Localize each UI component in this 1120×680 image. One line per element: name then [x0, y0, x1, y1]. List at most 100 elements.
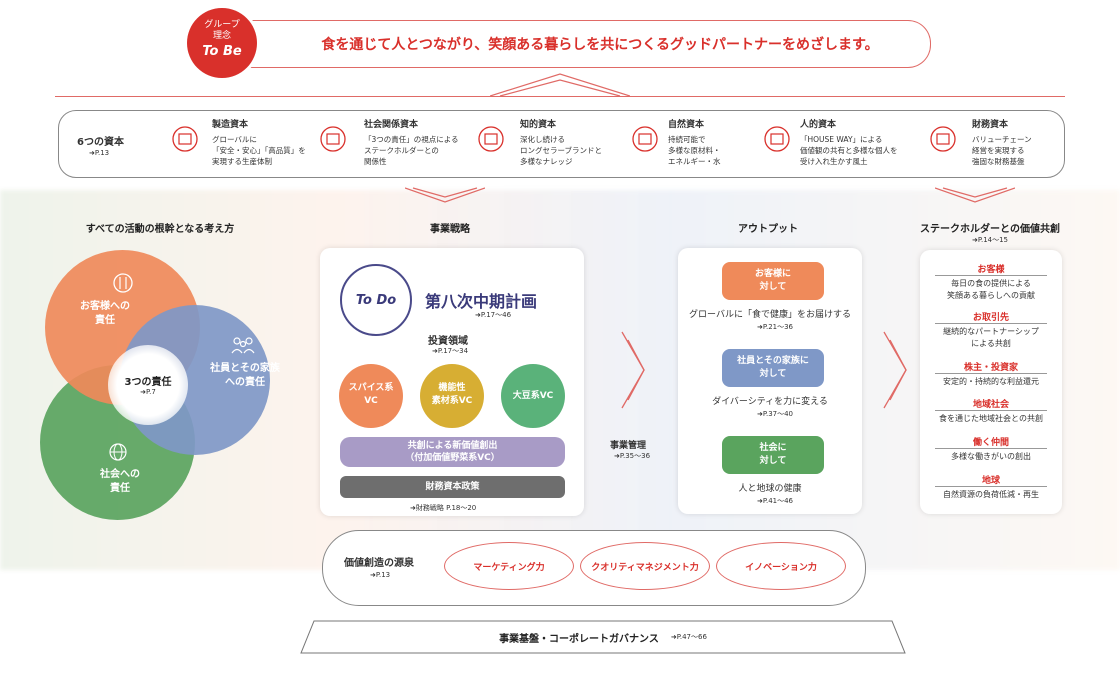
finance-policy-bar: 財務資本政策	[340, 476, 565, 498]
cocreation-bar: 共創による新価値創出 （付加価値野菜系VC）	[340, 437, 565, 467]
management-label: 事業管理	[610, 441, 647, 451]
stakeholder-desc: 安定的・持続的な利益還元	[943, 377, 1039, 386]
capital-title: 自然資本	[668, 120, 705, 130]
capital-line: 多様なナレッジ	[520, 157, 573, 166]
globe-hand-icon	[632, 126, 658, 152]
output-ref: ➜P.41〜46	[756, 497, 794, 505]
soy-vc-label: 大豆系VC	[512, 391, 554, 401]
finance-ref: ➜財務戦略 P.18〜20	[410, 504, 477, 512]
stakeholder-desc: 継続的なパートナーシップ による共創	[943, 327, 1039, 348]
stakeholder-desc: 多様な働きがいの創出	[951, 452, 1031, 461]
spice-vc-circle	[339, 364, 403, 428]
capital-line: 受け入れ生かす風土	[800, 157, 868, 166]
divider-line	[55, 96, 1065, 97]
marketing-oval: マーケティング力	[444, 542, 574, 590]
capital-item: 自然資本持続可能で多様な原材料・エネルギー・水	[668, 120, 721, 167]
capital-item: 製造資本グローバルに「安全・安心」「高品質」を実現する生産体制	[212, 120, 306, 167]
stakeholder-divider	[935, 373, 1047, 374]
tobe-badge: グループ 理念 To Be	[187, 8, 257, 78]
plan-title: 第八次中期計画	[425, 292, 538, 311]
output-heading: アウトプット	[738, 224, 798, 235]
investment-ref: ➜P.17〜34	[432, 347, 469, 355]
right-chevron-icon	[621, 331, 645, 409]
factory-checklist-icon	[172, 126, 198, 152]
stakeholder-heading: ステークホルダーとの価値共創	[920, 224, 1060, 235]
functional-vc-label: 機能性 素材系VC	[431, 383, 473, 406]
capital-title: 社会関係資本	[364, 120, 419, 130]
capital-item: 財務資本バリューチェーン経営を実現する強固な財務基盤	[972, 120, 1032, 167]
center-circle	[108, 345, 188, 425]
three-responsibilities-ref: ➜P.7	[140, 388, 156, 396]
stakeholder-divider	[935, 448, 1047, 449]
customer-label: お客様への 責任	[80, 301, 130, 326]
capital-item: 社会関係資本「3つの責任」の視点によるステークホルダーとの関係性	[364, 120, 459, 167]
functional-vc-circle	[420, 364, 484, 428]
plan-ref: ➜P.17〜46	[475, 311, 512, 319]
stakeholder-desc: 食を通じた地域社会との共創	[939, 414, 1043, 423]
six-capitals-box: 6つの資本 ➜P.13	[58, 110, 1065, 178]
stakeholder-title: 働く仲間	[972, 438, 1009, 448]
badge-line1: グループ	[204, 20, 240, 30]
base-trapezoid	[300, 620, 906, 654]
value-source-label: 価値創造の源泉	[344, 558, 414, 569]
output-button: 社会に 対して	[722, 436, 824, 474]
output-button: 社員とその家族に 対して	[722, 349, 824, 387]
foundation-heading: すべての活動の根幹となる考え方	[85, 224, 235, 235]
stakeholder-ref: ➜P.14〜15	[971, 236, 1009, 244]
innovation-oval: イノベーション力	[716, 542, 846, 590]
management-ref: ➜P.35〜36	[614, 452, 651, 460]
capital-line: 深化し続ける	[520, 135, 565, 144]
stars-hand-icon	[320, 126, 346, 152]
capitals-ref: ➜P.13	[89, 149, 110, 157]
stakeholder-divider	[935, 275, 1047, 276]
capitals-title: 6つの資本	[77, 137, 124, 148]
badge-tobe: To Be	[202, 44, 242, 59]
capital-line: ロングセラーブランドと	[520, 146, 603, 155]
society-label: 社会への 責任	[100, 469, 140, 494]
bar-chart-icon	[930, 126, 956, 152]
stakeholder-title: お客様	[977, 265, 1005, 275]
spice-vc-label: スパイス系 VC	[348, 383, 394, 406]
investment-label: 投資領域	[428, 336, 468, 347]
capital-line: 持続可能で	[668, 135, 706, 144]
people-icon	[231, 337, 255, 354]
output-text: ダイバーシティを力に変える	[712, 397, 828, 407]
stakeholder-title: お取引先	[972, 313, 1009, 323]
capital-line: 「安全・安心」「高品質」を	[212, 146, 306, 155]
capital-line: 実現する生産体制	[212, 157, 272, 166]
philosophy-statement-bar: 食を通じて人とつながり、笑顔ある暮らしを共につくるグッドパートナーをめざします。	[250, 20, 931, 68]
quality-oval: クオリティマネジメント力	[580, 542, 710, 590]
stakeholder-title: 株主・投資家	[963, 363, 1018, 373]
badge-line2: 理念	[212, 31, 231, 41]
capital-title: 人的資本	[800, 120, 837, 130]
output-ref: ➜P.37〜40	[756, 410, 794, 418]
capital-line: 経営を実現する	[972, 146, 1025, 155]
down-chevron-icon	[935, 187, 1015, 203]
strategy-heading: 事業戦略	[430, 224, 470, 235]
capital-title: 知的資本	[520, 120, 557, 130]
soy-vc-circle	[501, 364, 565, 428]
base-ref: ➜P.47〜66	[670, 633, 707, 641]
todo-badge: To Do	[340, 264, 412, 336]
capital-title: 財務資本	[972, 120, 1009, 130]
stakeholder-panel	[920, 250, 1062, 514]
stakeholder-title: 地域社会	[972, 400, 1009, 410]
capital-item: 人的資本「HOUSE WAY」による価値観の共有と多様な個人を受け入れ生かす風土	[800, 120, 898, 167]
down-chevron-icon	[405, 187, 485, 203]
capital-line: 価値観の共有と多様な個人を	[800, 146, 898, 155]
capital-line: バリューチェーン	[972, 135, 1032, 144]
globe-icon	[109, 443, 127, 461]
trophy-brand-icon	[478, 126, 504, 152]
capital-line: グローバルに	[212, 135, 257, 144]
output-text: 人と地球の健康	[738, 484, 802, 494]
capital-item: 知的資本深化し続けるロングセラーブランドと多様なナレッジ	[520, 120, 602, 167]
capital-line: 多様な原材料・	[668, 146, 721, 155]
philosophy-statement: 食を通じて人とつながり、笑顔ある暮らしを共につくるグッドパートナーをめざします。	[321, 37, 879, 53]
base-label-row: 事業基盤・コーポレートガバナンス ➜P.47〜66	[300, 622, 906, 652]
employee-label: 社員とその家族 への責任	[210, 363, 280, 388]
base-label: 事業基盤・コーポレートガバナンス	[499, 633, 659, 645]
right-chevron-icon	[883, 331, 907, 409]
stakeholder-desc: 自然資源の負荷低減・再生	[943, 490, 1039, 499]
stakeholder-desc: 毎日の食の提供による 笑顔ある暮らしへの貢献	[947, 279, 1035, 300]
capital-line: 強固な財務基盤	[972, 157, 1025, 166]
